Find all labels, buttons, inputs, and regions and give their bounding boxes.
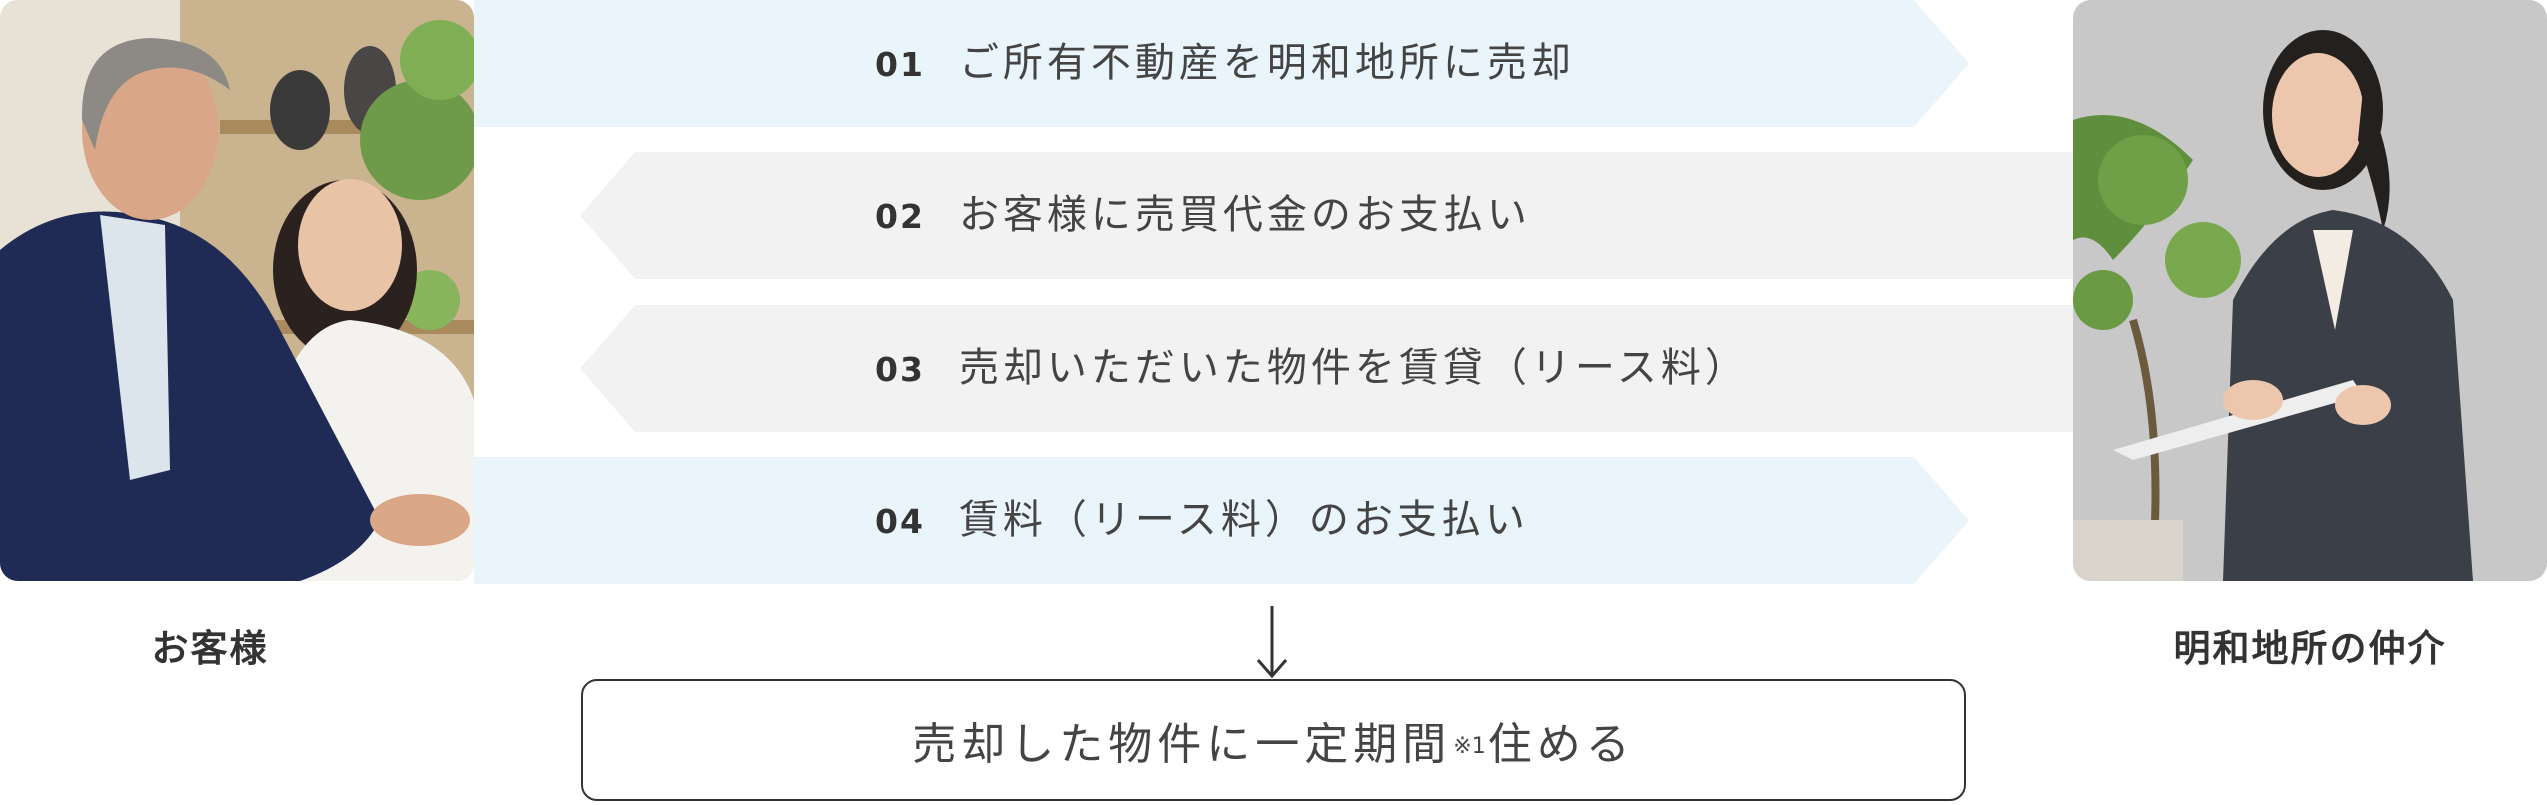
customer-caption: お客様: [151, 627, 269, 670]
step-01-label: 01 ご所有不動産を明和地所に売却: [875, 0, 1575, 127]
step-number: 03: [875, 350, 925, 389]
step-number: 04: [875, 502, 925, 541]
step-02-arrow: 02 お客様に売買代金のお支払い: [580, 152, 2073, 279]
agent-caption: 明和地所の仲介: [2173, 627, 2447, 670]
customers-photo: [0, 0, 474, 581]
right-arrow-shape: [474, 0, 1969, 127]
footnote-mark: ※1: [1453, 733, 1486, 759]
step-01-arrow: 01 ご所有不動産を明和地所に売却: [474, 0, 1969, 127]
step-text: 売却いただいた物件を賃貸（リース料）: [958, 345, 1749, 391]
step-03-arrow: 03 売却いただいた物件を賃貸（リース料）: [580, 305, 2073, 432]
step-number: 02: [875, 197, 925, 236]
arrow-down-icon: [1256, 606, 1288, 679]
right-arrow-shape: [474, 457, 1969, 584]
left-arrow-shape: [580, 152, 2073, 279]
step-02-label: 02 お客様に売買代金のお支払い: [875, 152, 1531, 279]
step-04-label: 04 賃料（リース料）のお支払い: [875, 457, 1529, 584]
step-04-arrow: 04 賃料（リース料）のお支払い: [474, 457, 1969, 584]
agent-photo: [2073, 0, 2547, 581]
result-text: 売却した物件に一定期間: [912, 719, 1452, 770]
step-text: お客様に売買代金のお支払い: [958, 192, 1531, 238]
step-03-label: 03 売却いただいた物件を賃貸（リース料）: [875, 305, 1749, 432]
left-arrow-shape: [580, 305, 2073, 432]
step-text: ご所有不動産を明和地所に売却: [958, 40, 1575, 86]
result-text-end: 住める: [1487, 719, 1635, 770]
step-number: 01: [875, 45, 925, 84]
step-text: 賃料（リース料）のお支払い: [958, 497, 1529, 543]
